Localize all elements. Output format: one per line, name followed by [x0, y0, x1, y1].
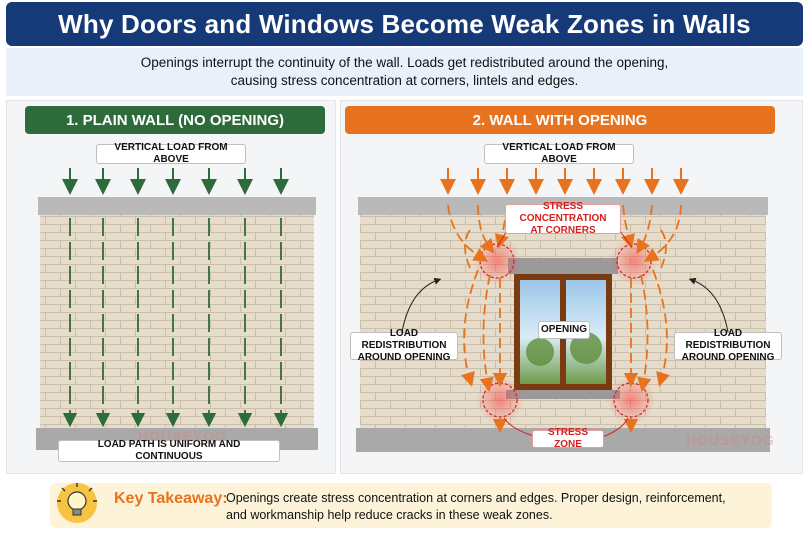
opening-wall-load-label: VERTICAL LOAD FROM ABOVE [484, 142, 634, 165]
plain-wall-legend: LOAD PATH IS UNIFORM AND CONTINUOUS [58, 439, 280, 462]
subtitle-line-1: Openings interrupt the continuity of the… [140, 55, 669, 70]
key-takeaway-label: Key Takeaway: [114, 490, 228, 507]
uniform-load-path [62, 218, 289, 428]
subtitle-line-2: causing stress concentration at corners,… [230, 73, 579, 88]
stress-concentration-label: STRESS CONCENTRATION AT CORNERS [505, 201, 621, 236]
redistribution-right-line-2: AROUND OPENING [681, 352, 775, 363]
key-takeaway-line-2: and workmanship help reduce cracks in th… [226, 508, 553, 522]
opening-wall-heading: 2. WALL WITH OPENING [345, 106, 775, 134]
opening-label: OPENING [538, 321, 590, 339]
redistribution-left-label: LOAD REDISTRIBUTION AROUND OPENING [350, 328, 458, 363]
key-takeaway-box [50, 483, 772, 528]
redistribution-right-label: LOAD REDISTRIBUTION AROUND OPENING [674, 328, 782, 363]
key-takeaway-text: Openings create stress concentration at … [226, 490, 766, 524]
redistribution-left-line-2: AROUND OPENING [357, 352, 451, 363]
stress-concentration-line-2: AT CORNERS [530, 225, 596, 236]
redistributed-load-path [447, 204, 682, 434]
lightbulb-icon [57, 483, 97, 523]
plain-wall-heading: 1. PLAIN WALL (NO OPENING) [25, 106, 325, 134]
plain-wall [36, 197, 318, 450]
subtitle: Openings interrupt the continuity of the… [6, 48, 803, 96]
sill [506, 390, 620, 399]
page-title: Why Doors and Windows Become Weak Zones … [58, 8, 751, 39]
plain-wall-load-arrows [62, 168, 289, 195]
lintel [508, 258, 618, 274]
window-opening [506, 258, 620, 399]
plain-wall-load-label: VERTICAL LOAD FROM ABOVE [96, 142, 246, 165]
title-bar: Why Doors and Windows Become Weak Zones … [6, 2, 803, 46]
key-takeaway-line-1: Openings create stress concentration at … [226, 491, 726, 505]
plain-wall-watermark: HOUSEYOG [138, 428, 227, 444]
plain-wall-legend-text: LOAD PATH IS UNIFORM AND CONTINUOUS [97, 439, 241, 462]
redistribution-left-line-1: LOAD REDISTRIBUTION [361, 328, 447, 351]
opening-wall-watermark: HOUSEYOG [686, 432, 775, 448]
brick-wall [40, 215, 314, 428]
redistribution-right-line-1: LOAD REDISTRIBUTION [685, 328, 771, 351]
stress-concentration-line-1: STRESS CONCENTRATION [519, 201, 607, 224]
stress-zone-label: STRESS ZONE [532, 427, 604, 450]
opening-wall-load-arrows [440, 168, 689, 195]
top-slab [38, 197, 316, 215]
